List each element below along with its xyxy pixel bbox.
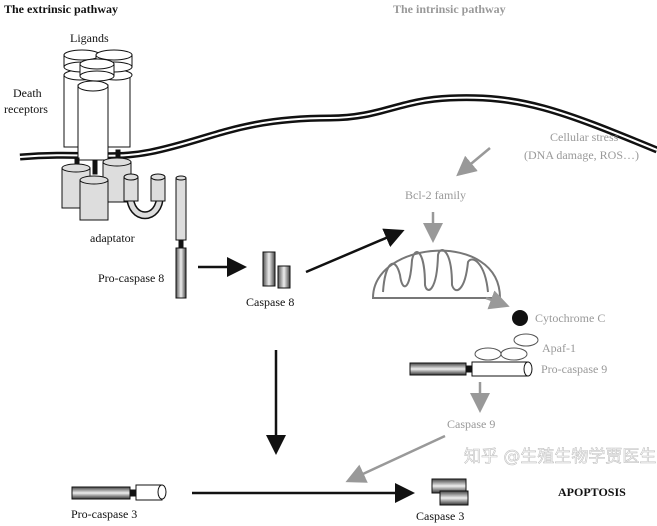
adaptator-complex: [61, 149, 187, 241]
death-receptors: [63, 49, 133, 161]
pro-caspase-8-shape: [175, 239, 187, 299]
ligands: [63, 49, 133, 82]
label-death: Death: [13, 86, 42, 100]
label-ligands: Ligands: [70, 31, 109, 45]
pro-caspase-3-shape: [71, 484, 167, 501]
arrow-caspase8-to-bcl2: [305, 228, 405, 274]
label-cellular-stress-detail: (DNA damage, ROS…): [524, 148, 639, 162]
watermark: 知乎 @生殖生物学贾医生: [464, 447, 656, 467]
label-caspase-9: Caspase 9: [447, 417, 495, 431]
cell-membrane: [19, 94, 657, 161]
arrow-casp9-to-casp3: [345, 434, 446, 483]
label-cytochrome-c: Cytochrome C: [535, 311, 605, 325]
label-apoptosis: APOPTOSIS: [558, 485, 626, 499]
arrow-stress-to-bcl2: [456, 147, 491, 177]
heading-extrinsic: The extrinsic pathway: [4, 2, 118, 16]
mitochondrion: [371, 249, 502, 299]
heading-intrinsic: The intrinsic pathway: [393, 2, 506, 16]
caspase-3-shape: [431, 478, 469, 506]
label-caspase-8: Caspase 8: [246, 295, 294, 309]
arrow-mito-to-cytc: [485, 290, 510, 310]
apaf-1-shape: [474, 333, 539, 361]
label-adaptator: adaptator: [90, 231, 135, 245]
label-bcl2: Bcl-2 family: [405, 188, 466, 202]
label-cellular-stress: Cellular stress: [550, 130, 619, 144]
arrows: [192, 147, 510, 503]
label-pro-caspase-3: Pro-caspase 3: [71, 507, 137, 521]
pro-caspase-9-shape: [409, 361, 533, 377]
label-pro-caspase-9: Pro-caspase 9: [541, 362, 607, 376]
caspase-8-shape: [262, 251, 291, 289]
label-receptors: receptors: [4, 102, 48, 116]
label-apaf-1: Apaf-1: [542, 341, 576, 355]
label-pro-caspase-8: Pro-caspase 8: [98, 271, 164, 285]
cytochrome-c-shape: [512, 310, 528, 326]
label-caspase-3: Caspase 3: [416, 509, 464, 523]
